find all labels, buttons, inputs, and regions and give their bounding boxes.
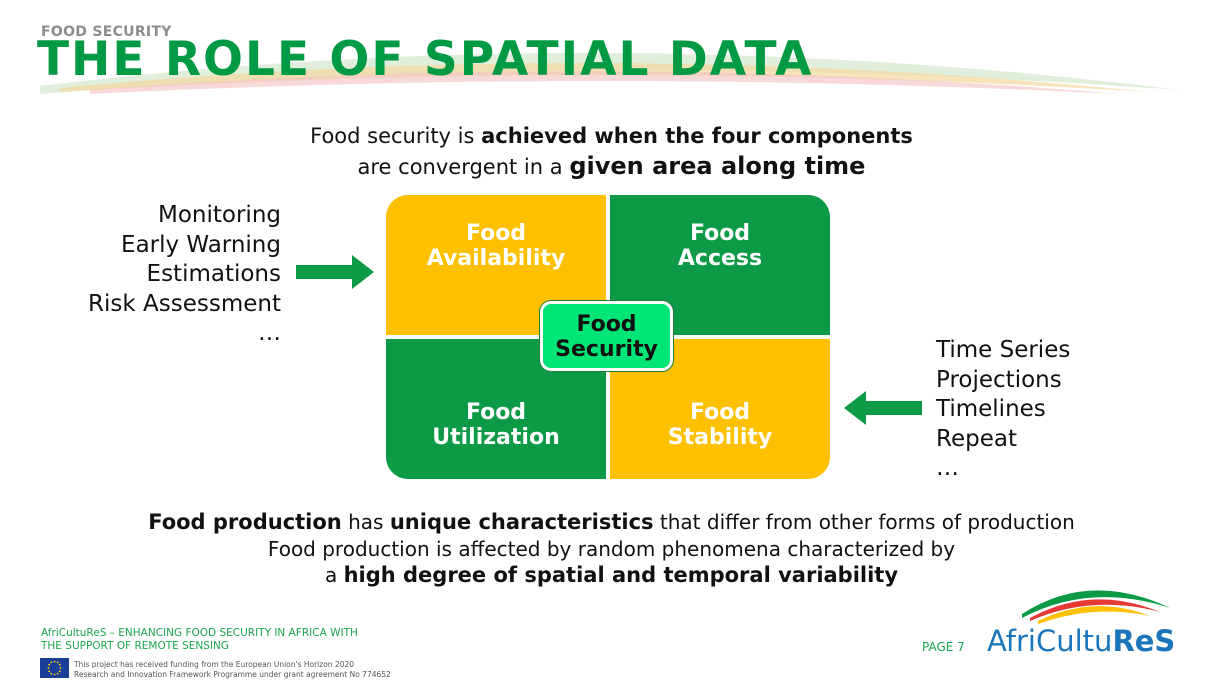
quadrant-label: Food Availability bbox=[386, 221, 606, 271]
brand-logo-arcs-icon bbox=[1022, 590, 1170, 624]
bottom-1-normal-b: that differ from other forms of producti… bbox=[653, 510, 1075, 534]
quadrant-label-line: Stability bbox=[667, 425, 773, 450]
quadrant-label-line: Availability bbox=[426, 246, 566, 271]
center-label-line: Food bbox=[576, 312, 637, 337]
arrow-right-icon bbox=[296, 255, 374, 289]
left-list-item: … bbox=[258, 320, 281, 346]
eu-flag-icon bbox=[40, 658, 69, 678]
subtitle-line-1: Food security is achieved when the four … bbox=[0, 124, 1223, 148]
brand-logo-text: AfriCultu bbox=[987, 624, 1113, 658]
subtitle-1-bold: achieved when the four components bbox=[481, 124, 913, 148]
funding-note: This project has received funding from t… bbox=[74, 660, 391, 680]
subtitle-2-bold: given area along time bbox=[569, 152, 866, 180]
center-label-line: Security bbox=[555, 337, 658, 362]
slide-title: THE ROLE OF SPATIAL DATA bbox=[37, 32, 814, 87]
quadrant-label-line: Food bbox=[689, 221, 751, 246]
arrow-left-icon bbox=[844, 391, 922, 425]
brand-logo: AfriCultuReS bbox=[987, 624, 1175, 658]
bottom-3-bold: high degree of spatial and temporal vari… bbox=[343, 563, 899, 587]
quadrant-label-line: Food bbox=[465, 221, 527, 246]
left-list: Monitoring Early Warning Estimations Ris… bbox=[88, 201, 281, 349]
subtitle-1-normal: Food security is bbox=[310, 124, 482, 148]
quadrant-label: Food Utilization bbox=[386, 400, 606, 450]
left-list-item: Risk Assessment bbox=[88, 290, 281, 317]
funding-note-line: This project has received funding from t… bbox=[74, 660, 355, 669]
funding-note-line: Research and Innovation Framework Progra… bbox=[74, 670, 391, 679]
bottom-1-bold-a: Food production bbox=[148, 510, 342, 534]
quadrant-label-line: Utilization bbox=[432, 425, 560, 450]
footer-tagline: AfriCultuReS – ENHANCING FOOD SECURITY I… bbox=[41, 627, 358, 652]
subtitle-2-normal: are convergent in a bbox=[357, 155, 570, 179]
bottom-1-normal-a: has bbox=[341, 510, 390, 534]
section-label: FOOD SECURITY bbox=[41, 24, 172, 40]
bottom-1-bold-b: unique characteristics bbox=[389, 510, 654, 534]
right-list-item: Time Series bbox=[936, 337, 1071, 363]
left-list-item: Estimations bbox=[146, 261, 281, 287]
page-number: PAGE 7 bbox=[922, 640, 965, 654]
right-list: Time Series Projections Timelines Repeat… bbox=[936, 336, 1070, 484]
quadrant-label-line: Access bbox=[677, 246, 763, 271]
quadrant-label: Food Access bbox=[610, 221, 830, 271]
right-list-item: Timelines bbox=[936, 396, 1046, 422]
bottom-3-normal: a bbox=[324, 563, 344, 587]
brand-logo-text-bold: ReS bbox=[1112, 624, 1176, 658]
footer-tagline-line: AfriCultuReS – ENHANCING FOOD SECURITY I… bbox=[41, 627, 358, 639]
footer-tagline-line: THE SUPPORT OF REMOTE SENSING bbox=[41, 639, 230, 652]
quadrant-label-line: Food bbox=[465, 400, 527, 425]
left-list-item: Early Warning bbox=[121, 231, 281, 258]
bottom-line-3: a high degree of spatial and temporal va… bbox=[0, 563, 1223, 587]
quadrant-label-line: Food bbox=[689, 400, 751, 425]
quadrant-label: Food Stability bbox=[610, 400, 830, 450]
subtitle-line-2: are convergent in a given area along tim… bbox=[0, 152, 1223, 180]
right-list-item: Repeat bbox=[936, 425, 1017, 452]
right-list-item: … bbox=[936, 455, 959, 481]
title-swoosh-decoration bbox=[40, 52, 1180, 94]
food-security-center-box: Food Security bbox=[540, 301, 673, 371]
bottom-line-2: Food production is affected by random ph… bbox=[267, 537, 956, 561]
left-list-item: Monitoring bbox=[158, 202, 281, 228]
right-list-item: Projections bbox=[936, 366, 1062, 393]
bottom-line-1: Food production has unique characteristi… bbox=[0, 510, 1223, 534]
